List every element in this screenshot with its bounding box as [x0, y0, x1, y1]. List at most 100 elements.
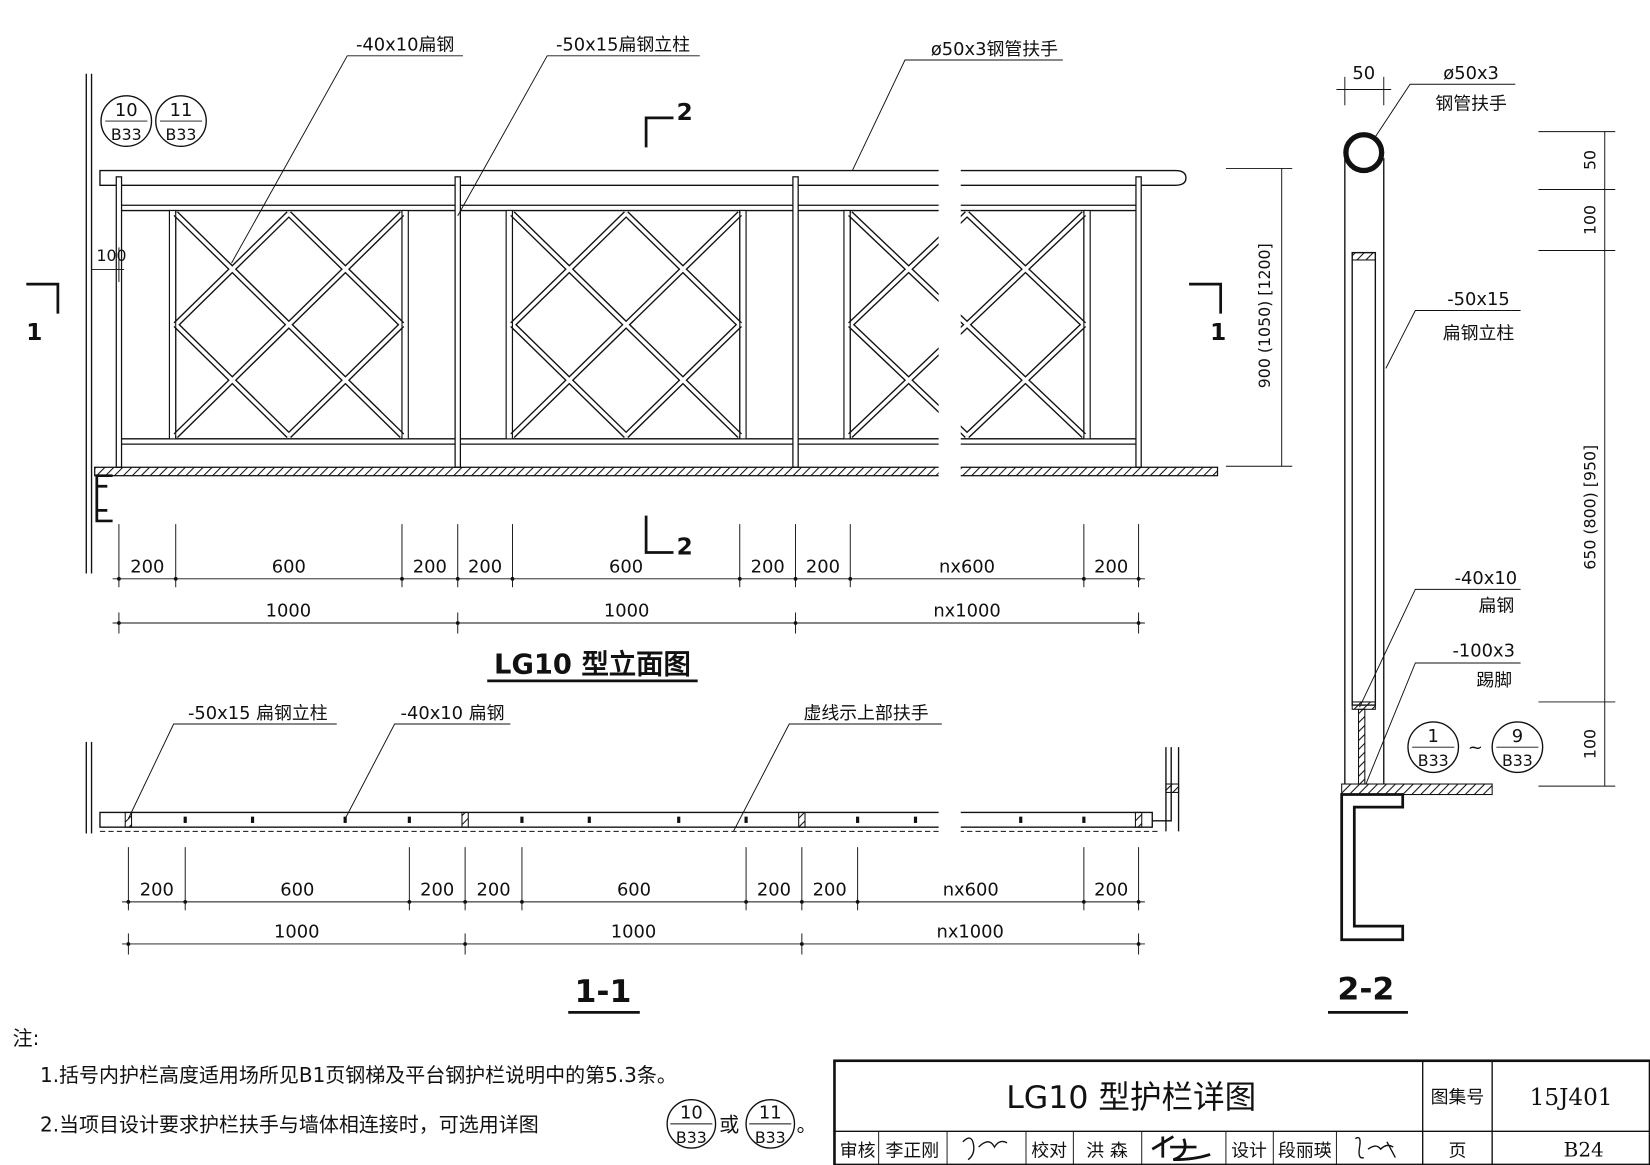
dimension-label: 600: [617, 880, 651, 901]
dimension-label: nx600: [939, 557, 995, 578]
svg-text:-40x10扁钢: -40x10扁钢: [356, 35, 454, 56]
dimension-label: 200: [757, 880, 791, 901]
svg-text:李正刚: 李正刚: [886, 1141, 940, 1162]
post-section: [124, 811, 133, 828]
leader-dashed-note: 虚线示上部扶手: [733, 703, 942, 832]
dimension-tick: [799, 899, 804, 904]
dimension-label: 200: [413, 557, 447, 578]
dimension-label: 200: [130, 557, 164, 578]
svg-text:设计: 设计: [1231, 1141, 1267, 1162]
frame-bar: [505, 209, 514, 440]
channel-section: [95, 474, 113, 523]
dimension-tick: [793, 576, 798, 581]
lattice-panel: [505, 209, 747, 440]
dimension-tick: [1081, 899, 1086, 904]
dimension-label: nx1000: [933, 601, 1000, 622]
svg-text:钢管扶手: 钢管扶手: [1435, 93, 1507, 114]
svg-text:1: 1: [26, 320, 42, 346]
height-dimension: 900 (1050) [1200]: [1225, 167, 1293, 467]
lattice-panel: [843, 209, 1091, 440]
flat-bar-bottom: [1351, 701, 1376, 710]
svg-text:虚线示上部扶手: 虚线示上部扶手: [803, 703, 928, 724]
dimension-tick: [407, 899, 412, 904]
dimension-tick: [1136, 576, 1141, 581]
page-number: B24: [1564, 1138, 1604, 1162]
drawing-title: LG10 型护栏详图: [1006, 1080, 1256, 1116]
plan-title: 1-1: [568, 974, 640, 1014]
dimension-label: 200: [476, 880, 510, 901]
svg-text:扁钢: 扁钢: [1478, 595, 1514, 616]
svg-text:100: 100: [96, 246, 126, 265]
svg-text:ø50x3: ø50x3: [1443, 63, 1499, 84]
svg-text:9: 9: [1512, 726, 1523, 747]
dimension-tick: [855, 899, 860, 904]
dimension-tick: [1081, 576, 1086, 581]
handrail: [99, 169, 1187, 186]
leader-section-post: -50x15 扁钢立柱: [1385, 289, 1521, 369]
svg-text:B33: B33: [111, 125, 142, 144]
svg-text:11: 11: [170, 100, 193, 121]
dimension-tick: [463, 942, 468, 946]
svg-text:注:: 注:: [13, 1026, 40, 1050]
frame-bar: [843, 209, 851, 440]
leader-section-flat-bar: -40x10 扁钢: [1359, 568, 1521, 708]
svg-text:扁钢立柱: 扁钢立柱: [1443, 323, 1515, 344]
svg-text:ø50x3钢管扶手: ø50x3钢管扶手: [931, 39, 1058, 60]
leader-plan-flat-bar: -40x10 扁钢: [344, 703, 511, 819]
dimension-label: 600: [280, 880, 314, 901]
dimension-tick: [520, 899, 524, 904]
break-gap: [938, 799, 961, 842]
svg-text:图集号: 图集号: [1431, 1087, 1485, 1108]
dimension-tick: [1136, 621, 1141, 625]
dimension-tick: [1136, 942, 1141, 946]
section-mark-1-right: 1: [1189, 282, 1226, 346]
post: [1135, 176, 1142, 468]
dimension-tick: [799, 942, 804, 946]
svg-text:B33: B33: [676, 1128, 707, 1147]
svg-text:段丽瑛: 段丽瑛: [1278, 1141, 1332, 1162]
svg-text:1: 1: [1210, 320, 1226, 346]
leader-flat-bar: -40x10扁钢: [231, 35, 464, 264]
svg-text:。: 。: [797, 1112, 817, 1136]
flat-bar-section: [856, 816, 860, 823]
section-mark-2-top: 2: [644, 100, 693, 148]
flat-bar-section: [343, 816, 347, 823]
dimension-tick: [1136, 899, 1141, 904]
svg-text:-50x15扁钢立柱: -50x15扁钢立柱: [556, 35, 690, 56]
svg-text:2: 2: [677, 535, 693, 561]
dimension-label: 200: [420, 880, 454, 901]
frame-bar: [739, 209, 747, 440]
dimension-tick: [173, 576, 178, 581]
ref-circle-11: 11 B33: [745, 1099, 796, 1149]
svg-text:50: 50: [1352, 63, 1375, 84]
svg-text:2: 2: [677, 100, 693, 126]
post: [792, 176, 799, 468]
flat-bar-section: [913, 816, 918, 823]
svg-text:B33: B33: [1502, 751, 1533, 770]
range-tilde: ~: [1468, 737, 1483, 758]
plan-strip: [99, 811, 1153, 828]
dimension-label: 200: [140, 880, 174, 901]
dimension-label: 200: [751, 557, 785, 578]
dimension-tick: [117, 621, 121, 625]
handrail-tube: [1343, 132, 1385, 174]
svg-text:10: 10: [680, 1103, 703, 1124]
post-section: [1134, 811, 1143, 828]
dimension-tick: [463, 899, 468, 904]
svg-text:100: 100: [1580, 729, 1599, 759]
ref-circle-1: 1 B33: [1407, 721, 1460, 774]
flat-bar-section: [183, 816, 187, 823]
svg-text:页: 页: [1448, 1141, 1466, 1162]
svg-text:10: 10: [115, 100, 138, 121]
leader-section-kick: -100x3 踢脚: [1365, 641, 1521, 785]
svg-text:11: 11: [759, 1103, 782, 1124]
dimension-tick: [455, 621, 460, 625]
floor-plate: [94, 466, 1219, 477]
ref-circle-10: 10 B33: [100, 95, 153, 148]
dimension-label: 1000: [611, 922, 656, 943]
leader-plan-post: -50x15 扁钢立柱: [127, 703, 337, 819]
svg-text:50: 50: [1580, 150, 1599, 170]
post-section: [798, 811, 806, 828]
